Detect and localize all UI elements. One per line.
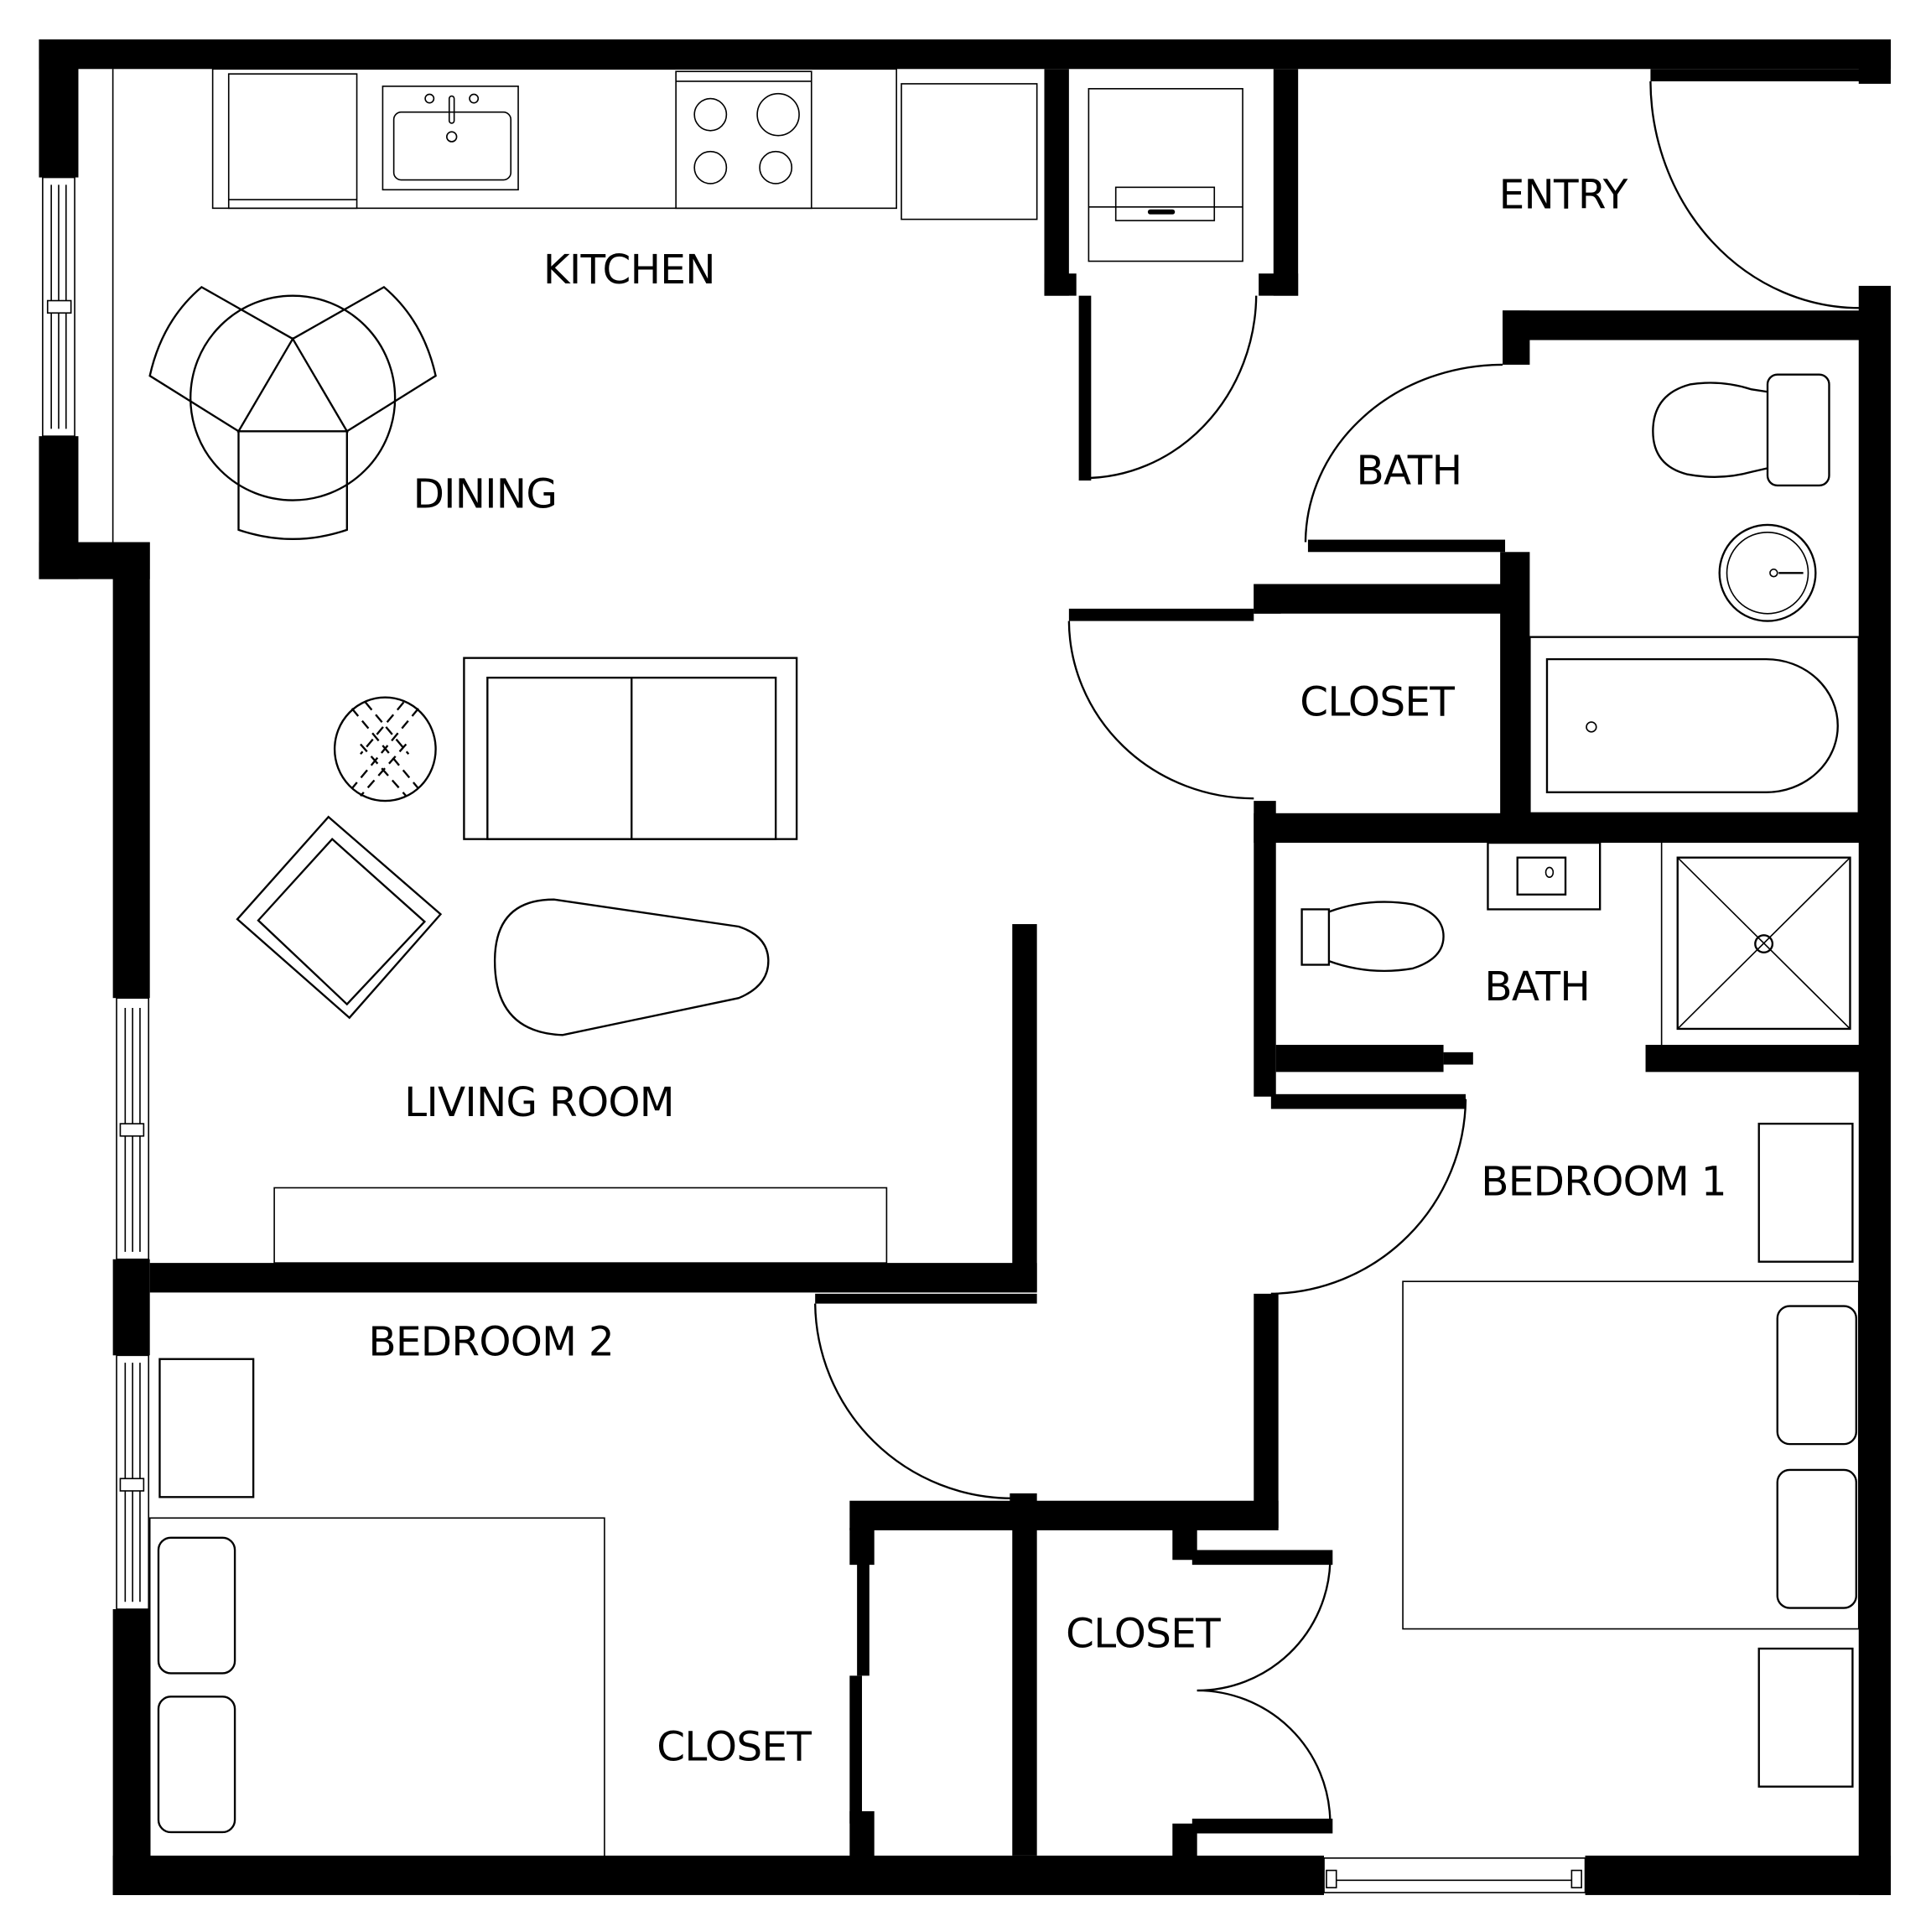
nightstand — [158, 1358, 255, 1498]
door-hall-bath — [1304, 363, 1503, 543]
window-bedroom1-south — [1323, 1857, 1586, 1893]
door-closet-b1-bottom — [1197, 1689, 1332, 1821]
door-hall-closet — [1067, 621, 1254, 800]
sofa — [463, 657, 798, 840]
living-room-furniture — [236, 657, 888, 1264]
door-washer-closet — [1083, 295, 1258, 480]
master-bath-fixtures — [1300, 841, 1851, 1046]
bedroom1-furniture — [1402, 1122, 1860, 1788]
dining-table — [148, 285, 437, 541]
armchair — [236, 815, 443, 1020]
exterior-walls — [39, 39, 1891, 1895]
door-closet-b1-top — [1197, 1562, 1332, 1692]
window-living-west — [116, 997, 150, 1260]
label-living-room: LIVING ROOM — [404, 1079, 674, 1126]
kitchen-fixtures — [112, 68, 1038, 543]
label-closet-bedroom-2: CLOSET — [657, 1724, 812, 1771]
window-bedroom2-west — [116, 1354, 150, 1610]
label-bedroom-2: BEDROOM 2 — [368, 1318, 614, 1365]
kitchen-sink — [382, 86, 519, 191]
room-labels: KITCHEN DINING LIVING ROOM ENTRY BATH CL… — [368, 171, 1726, 1770]
nightstand-top — [1757, 1122, 1854, 1263]
label-closet-bedroom-1: CLOSET — [1066, 1611, 1221, 1658]
door-bedroom-1 — [1270, 1098, 1467, 1296]
label-closet-hall: CLOSET — [1300, 679, 1455, 726]
refrigerator — [901, 83, 1038, 221]
tv-console — [273, 1187, 888, 1264]
bed-2 — [148, 1517, 605, 1859]
door-bedroom-2 — [813, 1303, 1013, 1499]
bed-1 — [1402, 1280, 1860, 1630]
washer-dryer — [1088, 87, 1243, 262]
window-kitchen-west — [42, 176, 75, 437]
label-bath-master: BATH — [1484, 963, 1590, 1010]
label-entry: ENTRY — [1499, 171, 1628, 218]
label-bedroom-1: BEDROOM 1 — [1481, 1158, 1726, 1205]
hall-bath-fixtures — [1529, 373, 1860, 814]
label-dining: DINING — [413, 470, 558, 517]
coffee-table — [493, 898, 770, 1036]
door-entry — [1649, 80, 1861, 309]
bedroom2-furniture — [148, 1358, 605, 1859]
stove — [675, 70, 812, 210]
interior-walls — [149, 69, 1861, 1861]
label-bath-hall: BATH — [1357, 447, 1462, 494]
doors — [813, 80, 1861, 1821]
nightstand-bottom — [1757, 1647, 1854, 1788]
label-kitchen: KITCHEN — [543, 247, 715, 293]
side-table — [333, 696, 437, 802]
